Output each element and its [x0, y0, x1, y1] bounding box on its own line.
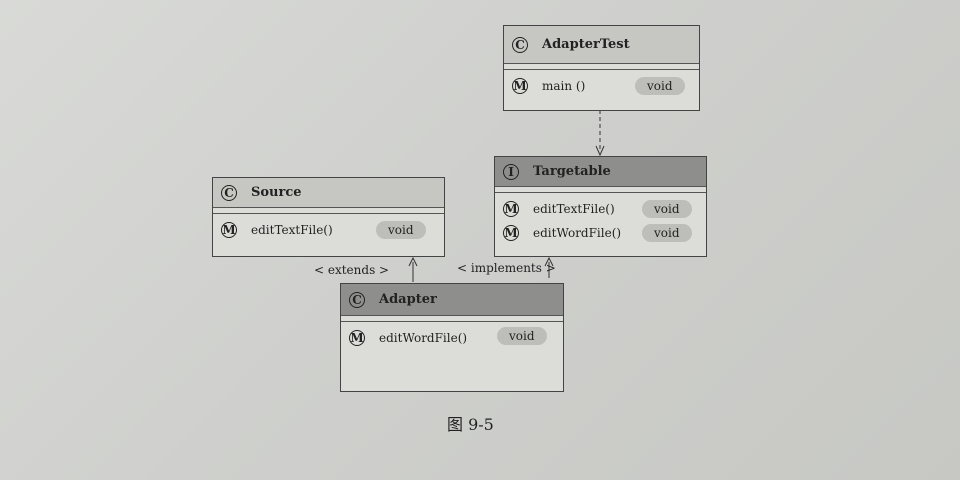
class-targetable-name: Targetable [533, 164, 611, 179]
dependency-arrowhead [595, 145, 605, 157]
method-badge-icon: M [512, 78, 528, 94]
method-name: editWordFile() [533, 226, 622, 240]
class-badge-icon: C [349, 291, 365, 308]
method-name: editWordFile() [379, 331, 468, 345]
class-adaptertest-methods: M main () void [504, 70, 699, 102]
class-source-name: Source [251, 185, 302, 200]
method-badge-icon: M [503, 201, 519, 217]
method-name: editTextFile() [251, 223, 333, 237]
method-name: editTextFile() [533, 202, 615, 216]
method-row: M editWordFile() void [349, 326, 555, 350]
class-adaptertest: C AdapterTest M main () void [503, 25, 700, 111]
return-type-badge: void [497, 327, 547, 345]
class-separator [495, 187, 706, 193]
return-type-badge: void [635, 77, 685, 95]
method-row: M editTextFile() void [221, 218, 436, 242]
class-adaptertest-name: AdapterTest [542, 37, 630, 52]
extends-arrowhead [408, 256, 418, 267]
class-badge-icon: C [512, 36, 528, 53]
class-adaptertest-header: C AdapterTest [504, 26, 699, 64]
class-adapter-name: Adapter [379, 292, 437, 307]
method-name: main () [542, 79, 586, 93]
return-type-badge: void [376, 221, 426, 239]
class-source: C Source M editTextFile() void [212, 177, 445, 257]
class-source-methods: M editTextFile() void [213, 214, 444, 246]
interface-badge-icon: I [503, 163, 519, 180]
class-targetable: I Targetable M editTextFile() void M edi… [494, 156, 707, 257]
method-row: M editTextFile() void [503, 197, 698, 221]
class-adapter: C Adapter M editWordFile() void [340, 283, 564, 392]
class-separator [504, 64, 699, 70]
method-row: M editWordFile() void [503, 221, 698, 245]
class-badge-icon: C [221, 184, 237, 201]
method-badge-icon: M [349, 330, 365, 346]
class-separator [213, 208, 444, 214]
extends-label: < extends > [314, 263, 390, 277]
return-type-badge: void [642, 224, 692, 242]
method-badge-icon: M [221, 222, 237, 238]
class-source-header: C Source [213, 178, 444, 208]
implements-label: < implements > [457, 261, 556, 275]
method-row: M main () void [512, 74, 691, 98]
method-badge-icon: M [503, 225, 519, 241]
return-type-badge: void [642, 200, 692, 218]
class-separator [341, 316, 563, 322]
class-adapter-header: C Adapter [341, 284, 563, 316]
class-adapter-methods: M editWordFile() void [341, 322, 563, 354]
figure-caption: 图 9-5 [447, 415, 494, 434]
implements-arrowhead [544, 256, 554, 267]
class-targetable-header: I Targetable [495, 157, 706, 187]
class-targetable-methods: M editTextFile() void M editWordFile() v… [495, 193, 706, 249]
